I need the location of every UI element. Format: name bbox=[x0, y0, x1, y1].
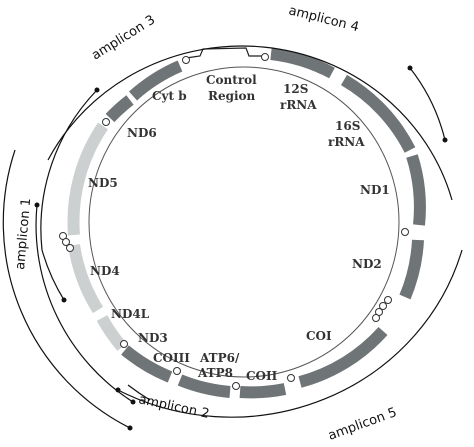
amplicon-3-arc bbox=[40, 89, 98, 301]
label-nd2: ND2 bbox=[352, 257, 382, 271]
segment-nd6 bbox=[105, 95, 134, 123]
label-amplicon-2: amplicon 2 bbox=[137, 392, 210, 422]
amplicon-4-inner-arc bbox=[409, 67, 446, 141]
amplicon-2-arc bbox=[2, 149, 131, 429]
label-amplicon-1: amplicon 1 bbox=[13, 197, 34, 270]
junction-markers bbox=[59, 53, 409, 390]
segment-nd4l-nd3 bbox=[96, 315, 127, 351]
label-nd4: ND4 bbox=[90, 264, 120, 278]
segment-atp bbox=[177, 374, 231, 398]
amplicon-4-arc bbox=[47, 45, 453, 201]
label-12s-1: 12S bbox=[283, 82, 308, 96]
label-coii: COII bbox=[246, 369, 278, 383]
segment-nd5 bbox=[67, 122, 108, 236]
label-nd1: ND1 bbox=[360, 183, 390, 197]
segment-coi bbox=[298, 326, 388, 388]
label-control-region-1: Control bbox=[206, 73, 257, 87]
amplicon-5-inner-arc bbox=[127, 384, 151, 401]
segment-12s-rrna bbox=[270, 48, 335, 79]
label-coi: COI bbox=[306, 329, 332, 343]
amplicon-3-end-top bbox=[94, 87, 100, 93]
segment-coii bbox=[239, 383, 287, 399]
amplicon-1-end-bottom bbox=[130, 399, 136, 405]
genome-circle bbox=[88, 66, 400, 378]
label-nd3: ND3 bbox=[138, 331, 168, 345]
amplicon-4-end-top bbox=[407, 65, 413, 71]
amplicon-2-end-bottom bbox=[127, 425, 133, 431]
label-amplicon-5: amplicon 5 bbox=[326, 405, 399, 444]
label-16s-2: rRNA bbox=[328, 135, 365, 149]
label-coiii: COIII bbox=[153, 351, 190, 365]
amplicon-4-end-bottom bbox=[442, 137, 448, 143]
label-atp-1: ATP6/ bbox=[199, 351, 240, 365]
label-amplicon-4: amplicon 4 bbox=[287, 3, 360, 35]
label-atp-2: ATP8 bbox=[197, 366, 233, 380]
segment-16s-rrna bbox=[340, 74, 416, 153]
amplicon-1-end-top bbox=[34, 202, 40, 208]
label-12s-2: rRNA bbox=[280, 98, 317, 112]
label-nd5: ND5 bbox=[88, 176, 118, 190]
label-cytb: Cyt b bbox=[152, 89, 187, 103]
segment-nd2 bbox=[399, 239, 424, 300]
label-amplicon-3: amplicon 3 bbox=[89, 13, 158, 64]
label-nd4l: ND4L bbox=[111, 307, 150, 321]
segment-nd4 bbox=[68, 244, 104, 314]
segment-nd1 bbox=[406, 154, 426, 226]
control-region-outline bbox=[185, 47, 262, 59]
amplicon-3-end-bottom bbox=[61, 297, 67, 303]
amplicon-5-arc bbox=[117, 249, 463, 418]
segment-coiii bbox=[121, 345, 173, 383]
label-control-region-2: Region bbox=[208, 89, 256, 103]
amplicon-5-end-left bbox=[115, 387, 121, 393]
amplicon-1-arc bbox=[35, 204, 134, 403]
segment-cytb bbox=[128, 60, 183, 101]
label-nd6: ND6 bbox=[127, 126, 157, 140]
label-16s-1: 16S bbox=[335, 119, 360, 133]
